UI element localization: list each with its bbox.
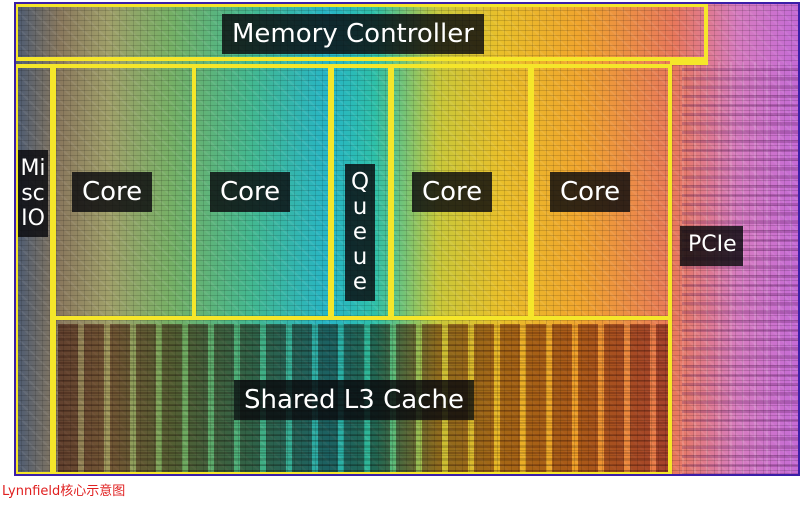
core-3-label: Core (412, 172, 493, 212)
queue-label: Q u e u e (345, 164, 375, 301)
core-1-label: Core (72, 172, 153, 212)
pcie-label: PCIe (680, 226, 743, 266)
core-4-label: Core (550, 172, 631, 212)
memory-controller-label: Memory Controller (222, 14, 484, 54)
memory-controller-extension (670, 3, 708, 65)
die-outline (14, 2, 800, 476)
pcie-texture (682, 62, 800, 476)
figure-caption: Lynnfield核心示意图 (2, 484, 126, 499)
l3-cache-label: Shared L3 Cache (234, 380, 474, 420)
core-2-label: Core (210, 172, 291, 212)
misc-io-label: Misc IO (18, 150, 48, 237)
